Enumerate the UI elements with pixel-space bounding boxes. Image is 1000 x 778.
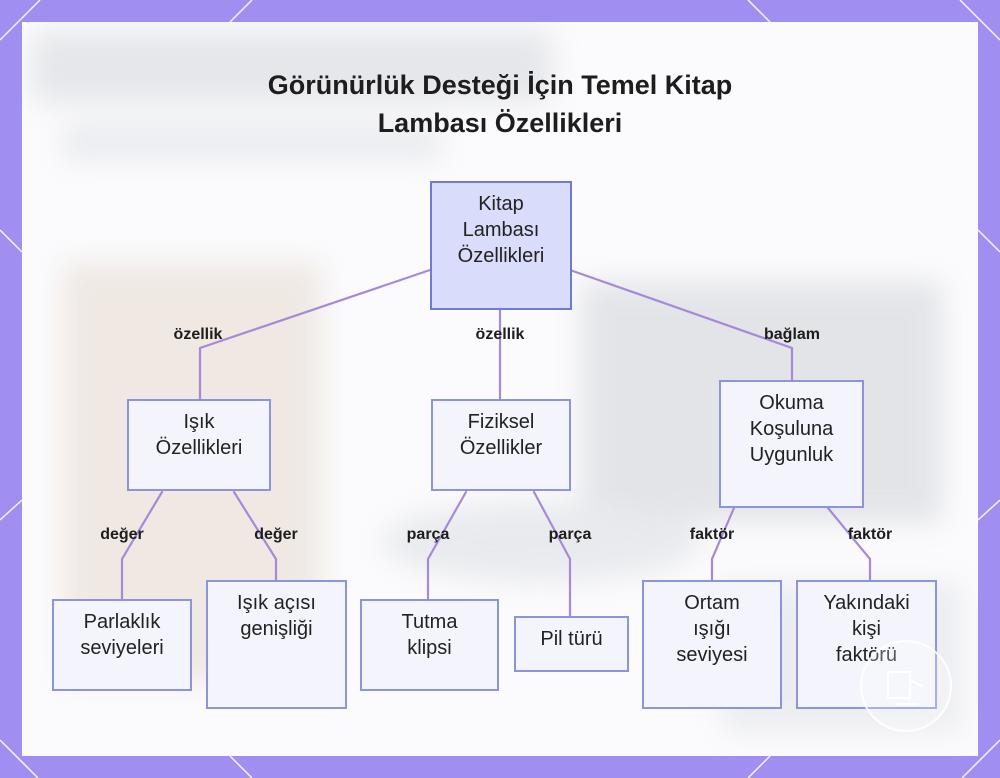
edge-label-root-light: özellik xyxy=(173,326,223,343)
edge-label-reading-nearby: faktör xyxy=(847,526,893,543)
title-line-2: Lambası Özellikleri xyxy=(377,108,623,138)
node-text: Özellikleri xyxy=(457,245,545,267)
node-text: klipsi xyxy=(407,637,452,659)
edge-physical-battery xyxy=(532,490,572,618)
edge-label-physical-clip: parça xyxy=(406,526,450,543)
edge-physical-clip xyxy=(426,490,468,601)
node-text: Parlaklık xyxy=(83,611,161,633)
node-text: seviyesi xyxy=(676,644,748,666)
diagram-title: Görünürlük Desteği İçin Temel Kitap Lamb… xyxy=(172,66,828,142)
node-okuma-kosuluna-uygunluk: Okuma Koşuluna Uygunluk xyxy=(719,380,864,508)
node-text: kişi xyxy=(852,618,881,640)
node-ortam-isigi-seviyesi: Ortam ışığı seviyesi xyxy=(642,580,782,709)
edge-root-light xyxy=(198,268,432,401)
edge-reading-ambient xyxy=(710,506,736,582)
node-isik-acisi-genisligi: Işık açısı genişliği xyxy=(206,580,347,709)
edge-label-physical-battery: parça xyxy=(548,526,592,543)
node-text: Işık açısı xyxy=(237,592,316,614)
node-text: Yakındaki xyxy=(823,592,910,614)
node-text: Işık xyxy=(183,411,215,433)
node-text: Özellikler xyxy=(459,437,543,459)
edge-label-root-reading: bağlam xyxy=(763,326,821,343)
node-text: Özellikleri xyxy=(155,437,243,459)
node-kitap-lambasi-ozellikleri: Kitap Lambası Özellikleri xyxy=(430,181,572,310)
diagram-card: Görünürlük Desteği İçin Temel Kitap Lamb… xyxy=(22,22,978,756)
title-line-1: Görünürlük Desteği İçin Temel Kitap xyxy=(267,70,733,100)
node-text: Tutma xyxy=(401,611,458,633)
node-text: Uygunluk xyxy=(749,444,834,466)
edge-light-brightness xyxy=(120,490,164,601)
node-text: Okuma xyxy=(759,392,824,414)
edge-label-root-physical: özellik xyxy=(475,326,525,343)
node-text: ışığı xyxy=(693,618,731,640)
edge-label-reading-ambient: faktör xyxy=(689,526,735,543)
node-text: Lambası xyxy=(462,219,540,241)
edge-root-reading xyxy=(568,268,794,382)
node-text: Pil türü xyxy=(540,628,603,650)
node-tutma-klipsi: Tutma klipsi xyxy=(360,599,499,691)
edge-light-beam xyxy=(232,490,278,582)
node-text: genişliği xyxy=(240,618,313,640)
node-text: Ortam xyxy=(684,592,740,614)
node-isik-ozellikleri: Işık Özellikleri xyxy=(127,399,271,491)
node-fiziksel-ozellikler: Fiziksel Özellikler xyxy=(431,399,571,491)
node-text: Koşuluna xyxy=(749,418,834,440)
edge-label-light-brightness: değer xyxy=(100,526,144,543)
node-text: Fiziksel xyxy=(467,411,535,433)
edge-lines xyxy=(120,268,872,618)
node-text: Kitap xyxy=(478,193,524,215)
edge-label-light-beam: değer xyxy=(254,526,298,543)
watermark-badge-icon xyxy=(860,640,952,732)
node-parlaklik-seviyeleri: Parlaklık seviyeleri xyxy=(52,599,192,691)
edge-reading-nearby xyxy=(826,506,872,582)
node-pil-turu: Pil türü xyxy=(514,616,629,672)
node-text: seviyeleri xyxy=(80,637,164,659)
